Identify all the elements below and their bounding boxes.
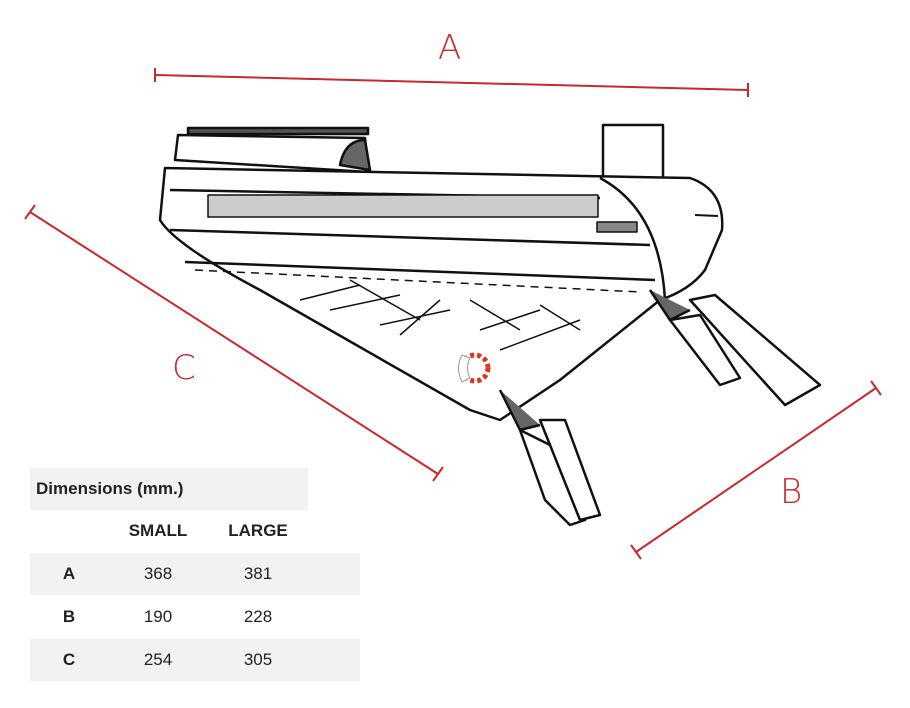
row-label: B [30,595,108,639]
cell-small: 190 [108,595,208,639]
dimension-label-c: C [172,348,196,388]
table-row: A 368 381 [30,552,360,596]
row-label: C [30,638,108,681]
column-header-large: LARGE [228,521,288,540]
cell-small: 254 [108,638,208,681]
dimension-line-b [635,387,877,553]
cell-large: 381 [208,552,308,596]
cell-large: 305 [208,638,308,681]
table-title: Dimensions (mm.) [30,468,308,510]
cell-large: 228 [208,595,308,639]
dimension-line-c [29,211,439,475]
dimension-lines [24,68,882,560]
brand-logo-icon [458,352,491,384]
bag-drawing [158,123,822,527]
row-label: A [30,552,108,596]
cell-small: 368 [108,552,208,596]
table-title-row: Dimensions (mm.) [30,468,360,510]
dimension-label-b: B [780,472,803,512]
dimension-line-a [154,74,749,91]
table-row: C 254 305 [30,638,360,681]
table-row: B 190 228 [30,595,360,639]
column-header-small: SMALL [128,521,188,540]
table-header-row: SMALL LARGE [30,510,360,553]
dimension-label-a: A [438,28,462,68]
column-header [30,510,108,553]
dimensions-table: Dimensions (mm.) SMALL LARGE A 368 381 B… [30,468,360,681]
